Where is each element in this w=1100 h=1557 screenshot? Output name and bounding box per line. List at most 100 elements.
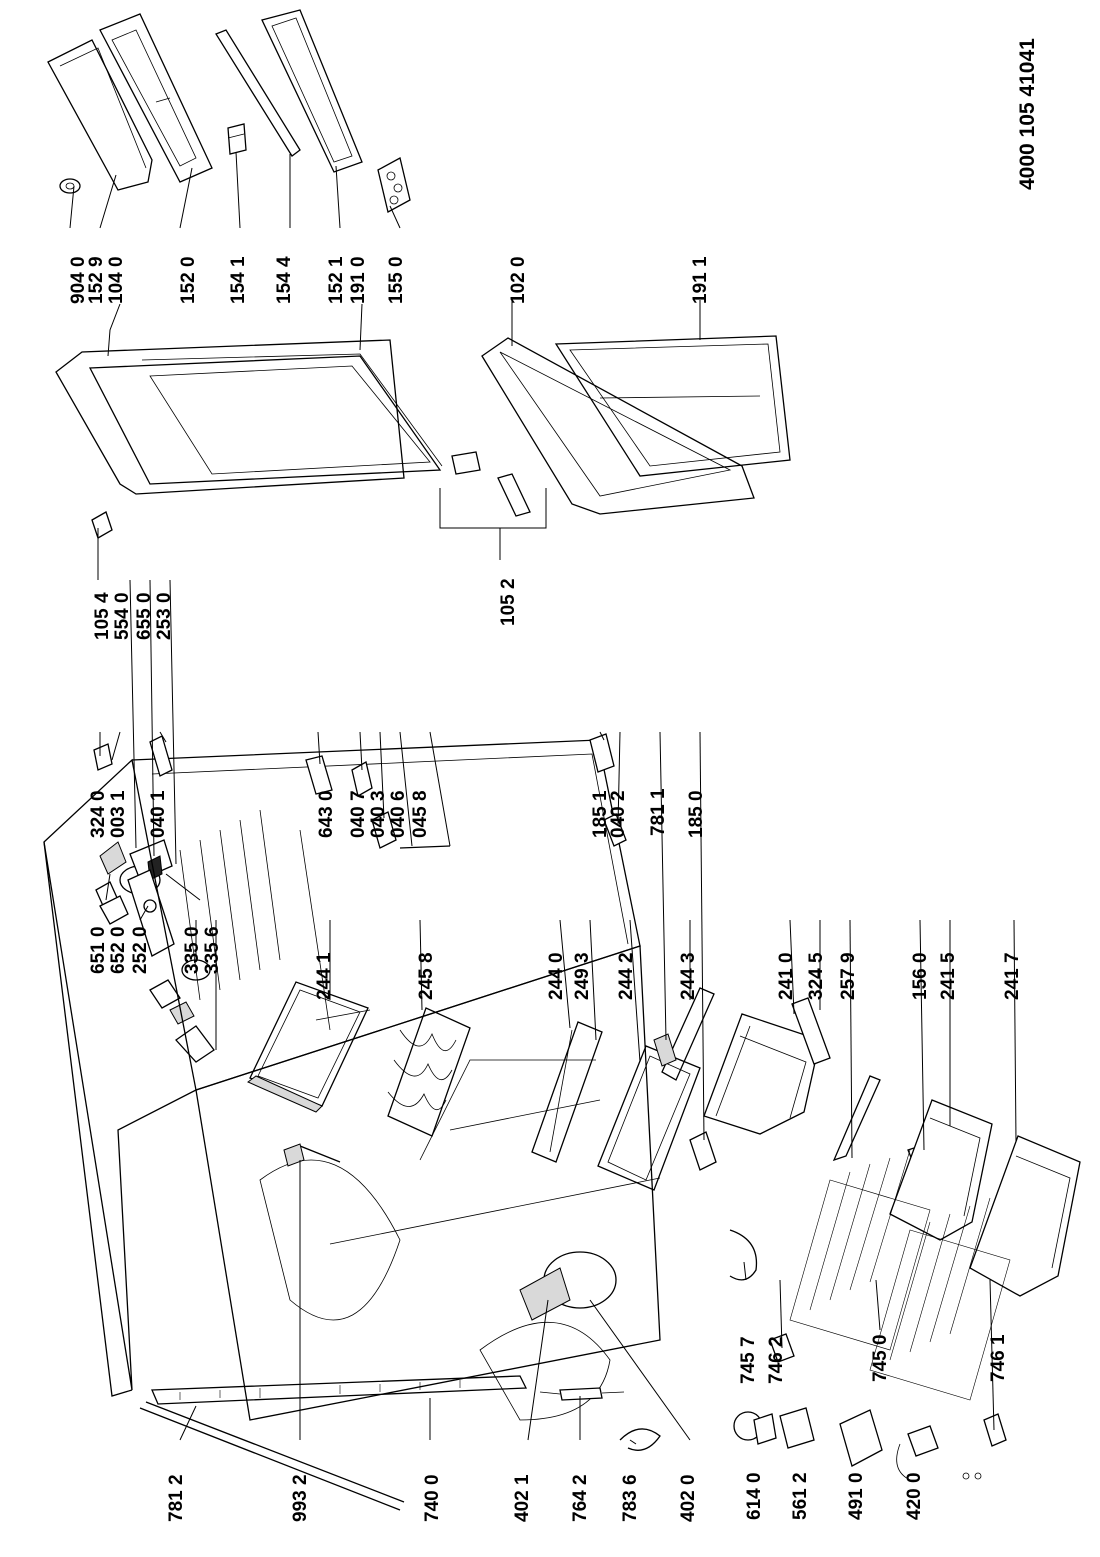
foot-185-0 bbox=[689, 1131, 717, 1171]
part-label: 746 1 bbox=[988, 1334, 1009, 1382]
leader-lines bbox=[69, 151, 1017, 1445]
part-label: 155 0 bbox=[386, 256, 407, 304]
door-handle-152-0 bbox=[99, 13, 213, 183]
hinge-040-3 bbox=[371, 811, 397, 849]
part-label: 185 1 bbox=[590, 790, 611, 838]
part-label: 185 0 bbox=[686, 790, 707, 838]
part-label: 154 4 bbox=[274, 256, 295, 304]
part-label: 614 0 bbox=[744, 1472, 765, 1520]
part-label: 643 0 bbox=[316, 790, 337, 838]
egg-tray-155-0 bbox=[377, 157, 411, 213]
part-label: 655 0 bbox=[134, 592, 155, 640]
part-label: 152 9 bbox=[86, 256, 107, 304]
cover-491-0 bbox=[839, 1409, 883, 1467]
part-label: 241 7 bbox=[1002, 952, 1023, 1000]
tube-781-2 bbox=[139, 1401, 405, 1511]
part-label: 249 3 bbox=[572, 952, 593, 1000]
part-label: 554 0 bbox=[112, 592, 133, 640]
shelf-244-1 bbox=[247, 981, 369, 1113]
part-label: 420 0 bbox=[904, 1472, 925, 1520]
hinge-040-1 bbox=[149, 735, 173, 777]
part-label: 904 0 bbox=[68, 256, 89, 304]
door-trim-152-9 bbox=[47, 39, 153, 191]
part-label: 040 7 bbox=[348, 790, 369, 838]
bracket-154-1 bbox=[227, 123, 247, 155]
part-label: 781 2 bbox=[166, 1474, 187, 1522]
part-label: 003 1 bbox=[108, 790, 129, 838]
shelf-244-2 bbox=[597, 1045, 701, 1191]
drawer-241-0 bbox=[703, 1013, 821, 1135]
part-label: 253 0 bbox=[154, 592, 175, 640]
part-label: 040 2 bbox=[608, 790, 629, 838]
part-label: 783 6 bbox=[620, 1474, 641, 1522]
part-label: 102 0 bbox=[508, 256, 529, 304]
part-label: 241 0 bbox=[776, 952, 797, 1000]
part-label: 244 3 bbox=[678, 952, 699, 1000]
hinge-cover-324-0 bbox=[93, 743, 113, 771]
door-shelf-152-1 bbox=[261, 9, 363, 173]
part-label: 104 0 bbox=[106, 256, 127, 304]
part-label: 402 0 bbox=[678, 1474, 699, 1522]
part-label: 651 0 bbox=[88, 926, 109, 974]
part-label: 402 1 bbox=[512, 1474, 533, 1522]
part-label: 746 2 bbox=[766, 1336, 787, 1384]
drawer-241-5 bbox=[889, 1099, 993, 1241]
cover-324-5 bbox=[791, 997, 831, 1065]
grill-781-1 bbox=[653, 1033, 677, 1067]
pipe-783-6 bbox=[619, 1428, 661, 1451]
part-label: 244 1 bbox=[314, 952, 335, 1000]
pin-045-8 bbox=[399, 845, 451, 849]
hinge-185-1 bbox=[589, 733, 615, 773]
upper-door-104-0 bbox=[55, 339, 443, 495]
part-label: 040 3 bbox=[368, 790, 389, 838]
part-label: 152 0 bbox=[178, 256, 199, 304]
part-label: 191 0 bbox=[348, 256, 369, 304]
part-label: 781 1 bbox=[648, 788, 669, 836]
part-label: 257 9 bbox=[838, 952, 859, 1000]
part-label: 191 1 bbox=[690, 256, 711, 304]
part-label: 252 0 bbox=[130, 926, 151, 974]
part-label: 993 2 bbox=[290, 1474, 311, 1522]
part-label: 740 0 bbox=[422, 1474, 443, 1522]
part-label: 745 0 bbox=[870, 1334, 891, 1382]
part-label: 045 8 bbox=[410, 790, 431, 838]
wire-745-7 bbox=[729, 1229, 758, 1281]
door-gasket-191-1 bbox=[554, 335, 791, 477]
hinge-parts-105-2 bbox=[439, 451, 547, 529]
capacitor-420-0 bbox=[896, 1425, 982, 1481]
part-label: 040 6 bbox=[388, 790, 409, 838]
bottle-rack-245-8 bbox=[387, 1007, 471, 1137]
bar-257-9 bbox=[832, 1075, 881, 1162]
part-label: 652 0 bbox=[108, 926, 129, 974]
part-label: 764 2 bbox=[570, 1474, 591, 1522]
part-label: 154 1 bbox=[228, 256, 249, 304]
sensor-993-2 bbox=[283, 1143, 341, 1167]
part-label: 245 8 bbox=[416, 952, 437, 1000]
wire-shelf-745-0 bbox=[789, 1149, 1011, 1401]
hinge-040-2 bbox=[603, 813, 627, 847]
protector-561-2 bbox=[779, 1407, 815, 1449]
clip-746-1 bbox=[983, 1413, 1007, 1447]
cap-904-0 bbox=[59, 178, 81, 194]
part-label: 105 2 bbox=[498, 578, 519, 626]
document-number: 4000 105 41041 bbox=[1016, 38, 1039, 190]
lower-door-102-0 bbox=[481, 337, 755, 515]
part-label: 244 2 bbox=[616, 952, 637, 1000]
drawer-241-7 bbox=[969, 1135, 1081, 1297]
rod-154-4 bbox=[215, 29, 301, 157]
part-label: 244 0 bbox=[546, 952, 567, 1000]
part-label: 241 5 bbox=[938, 952, 959, 1000]
part-label: 745 7 bbox=[738, 1336, 759, 1384]
plate-643-0 bbox=[305, 755, 333, 795]
part-label: 152 1 bbox=[326, 256, 347, 304]
part-label: 324 5 bbox=[806, 952, 827, 1000]
part-label: 156 0 bbox=[910, 952, 931, 1000]
part-label: 491 0 bbox=[846, 1472, 867, 1520]
hinge-cover-105-4 bbox=[91, 511, 113, 539]
dryer-764-2 bbox=[539, 1387, 625, 1401]
part-label: 040 1 bbox=[148, 790, 169, 838]
relay-614-0 bbox=[733, 1411, 777, 1445]
part-label: 324 0 bbox=[88, 790, 109, 838]
